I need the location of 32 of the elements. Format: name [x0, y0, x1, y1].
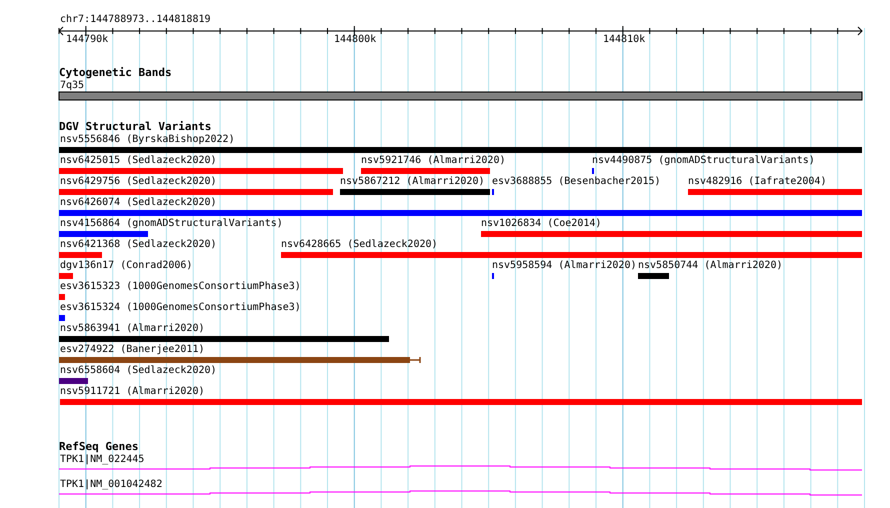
band-label: 7q35	[60, 80, 84, 91]
feature-label: nsv482916 (Iafrate2004)	[688, 176, 826, 187]
feature-label: nsv5556846 (ByrskaBishop2022)	[60, 134, 235, 145]
axis-tick-label: 144800k	[334, 34, 376, 45]
feature-label: esv274922 (Banerjee2011)	[60, 344, 204, 355]
feature-label: esv3615324 (1000GenomesConsortiumPhase3)	[60, 302, 301, 313]
feature-label: nsv1026834 (Coe2014)	[481, 218, 602, 229]
feature-label: nsv6426074 (Sedlazeck2020)	[60, 197, 217, 208]
feature-label: dgv136n17 (Conrad2006)	[60, 260, 192, 271]
track-heading: RefSeq Genes	[59, 441, 138, 452]
axis-tick-label: 144810k	[603, 34, 646, 45]
locus-label: chr7:144788973..144818819	[60, 14, 211, 25]
feature-label: nsv5921746 (Almarri2020)	[361, 155, 506, 166]
axis-tick-label: 144790k	[66, 34, 108, 45]
track-heading: DGV Structural Variants	[59, 121, 212, 132]
feature-label: nsv6421368 (Sedlazeck2020)	[60, 239, 217, 250]
gene-label: TPK1|NM_001042482	[60, 479, 162, 490]
feature-label: esv3688855 (Besenbacher2015)	[492, 176, 661, 187]
feature-label: nsv5867212 (Almarri2020)	[340, 176, 484, 187]
track-heading: Cytogenetic Bands	[59, 67, 172, 78]
feature-label: nsv6429756 (Sedlazeck2020)	[60, 176, 217, 187]
feature-label: nsv4156864 (gnomADStructuralVariants)	[60, 218, 283, 229]
feature-label: nsv5958594 (Almarri2020)	[492, 260, 636, 271]
feature-label: nsv4490875 (gnomADStructuralVariants)	[592, 155, 815, 166]
feature-label: nsv6425015 (Sedlazeck2020)	[60, 155, 217, 166]
feature-label: nsv5863941 (Almarri2020)	[60, 323, 204, 334]
feature-label: esv3615323 (1000GenomesConsortiumPhase3)	[60, 281, 301, 292]
gene-label: TPK1|NM_022445	[60, 454, 144, 465]
feature-label: nsv5911721 (Almarri2020)	[60, 386, 204, 397]
feature-label: nsv6558604 (Sedlazeck2020)	[60, 365, 217, 376]
feature-label: nsv6428665 (Sedlazeck2020)	[281, 239, 438, 250]
feature-label: nsv5850744 (Almarri2020)	[638, 260, 782, 271]
